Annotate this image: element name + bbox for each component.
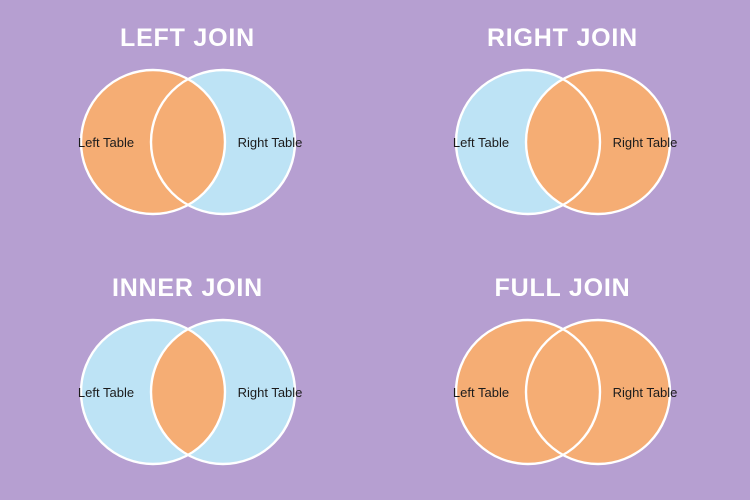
- left-table-label: Left Table: [452, 135, 508, 150]
- left-table-label: Left Table: [77, 385, 133, 400]
- join-title-right-join: RIGHT JOIN: [486, 24, 639, 52]
- join-title-full-join: FULL JOIN: [494, 274, 631, 302]
- venn-diagram-left-join: Left Table Right Table: [58, 62, 318, 222]
- join-cell-full-join: FULL JOIN Left Table Right Table: [375, 250, 750, 500]
- venn-svg-left-join: Left Table Right Table: [77, 68, 302, 216]
- join-title-left-join: LEFT JOIN: [120, 24, 255, 52]
- right-table-label: Right Table: [612, 385, 677, 400]
- venn-svg-right-join: Left Table Right Table: [452, 68, 677, 216]
- venn-diagram-full-join: Left Table Right Table: [433, 312, 693, 472]
- right-table-label: Right Table: [237, 385, 302, 400]
- right-circle-outline: [149, 68, 296, 216]
- overlap-region: [150, 320, 225, 464]
- right-circle-outline: [524, 318, 671, 466]
- overlap-region: [150, 70, 225, 214]
- join-title-inner-join: INNER JOIN: [111, 274, 264, 302]
- join-cell-left-join: LEFT JOIN Left Table Right Table: [0, 0, 375, 250]
- left-table-label: Left Table: [452, 385, 508, 400]
- venn-svg-inner-join: Left Table Right Table: [77, 318, 302, 466]
- left-circle-outline: [79, 68, 226, 216]
- left-circle-outline: [454, 68, 601, 216]
- left-circle-outline: [454, 318, 601, 466]
- venn-svg-full-join: Left Table Right Table: [452, 318, 677, 466]
- left-circle-outline: [79, 318, 226, 466]
- join-cell-right-join: RIGHT JOIN Left Table Right Table: [375, 0, 750, 250]
- venn-diagram-inner-join: Left Table Right Table: [58, 312, 318, 472]
- overlap-region: [525, 70, 600, 214]
- join-cell-inner-join: INNER JOIN Left Table Right Table: [0, 250, 375, 500]
- overlap-region: [525, 320, 600, 464]
- left-table-label: Left Table: [77, 135, 133, 150]
- right-table-label: Right Table: [612, 135, 677, 150]
- right-circle-outline: [149, 318, 296, 466]
- venn-diagram-right-join: Left Table Right Table: [433, 62, 693, 222]
- right-table-label: Right Table: [237, 135, 302, 150]
- right-circle-outline: [524, 68, 671, 216]
